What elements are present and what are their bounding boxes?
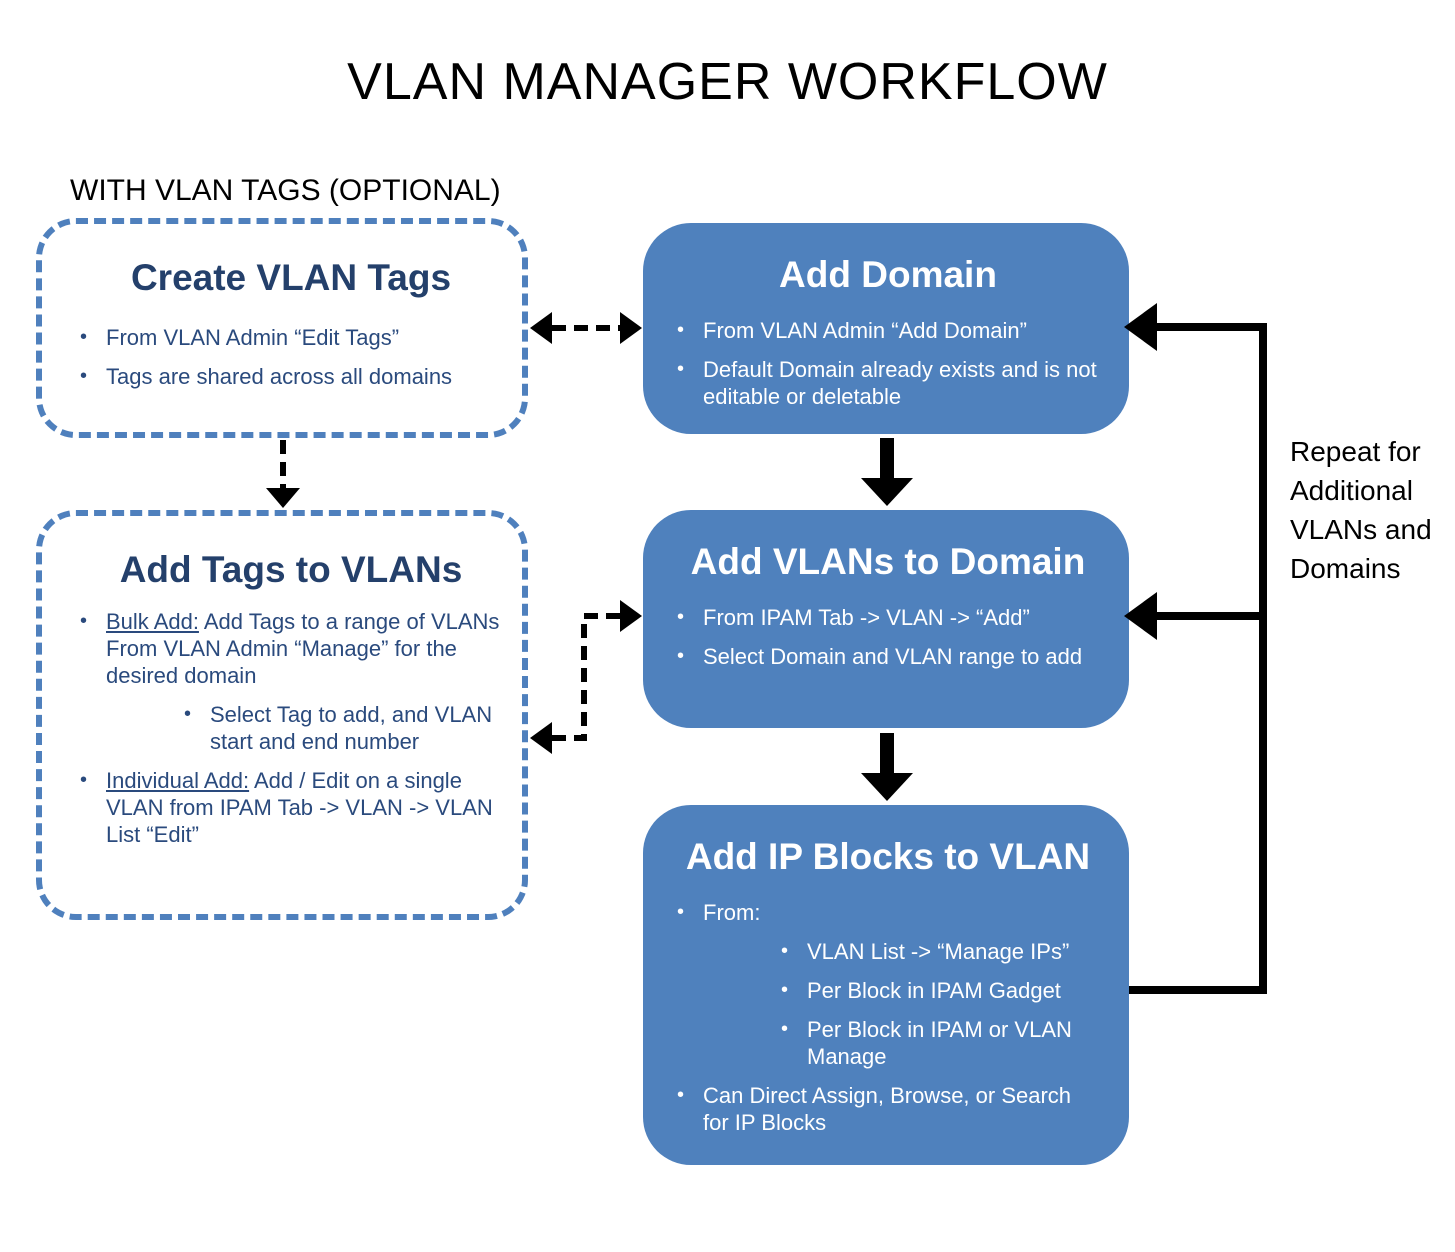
list-item-sub: Per Block in IPAM or VLAN Manage xyxy=(781,1016,1099,1070)
arrowhead-left-icon xyxy=(530,312,552,344)
add-tags-list: Bulk Add: Add Tags to a range of VLANs F… xyxy=(80,608,502,848)
list-item: Tags are shared across all domains xyxy=(80,363,502,390)
arrowhead-down-icon xyxy=(861,773,913,801)
add-ip-blocks-title: Add IP Blocks to VLAN xyxy=(685,836,1091,877)
list-item: Select Domain and VLAN range to add xyxy=(677,643,1099,670)
create-vlan-tags-box: Create VLAN Tags From VLAN Admin “Edit T… xyxy=(36,218,528,438)
add-tags-to-vlans-box: Add Tags to VLANs Bulk Add: Add Tags to … xyxy=(36,510,528,920)
arrowhead-down-icon xyxy=(266,488,300,508)
add-vlans-list: From IPAM Tab -> VLAN -> “Add” Select Do… xyxy=(677,604,1099,670)
list-item: From VLAN Admin “Add Domain” xyxy=(677,317,1099,344)
add-domain-box: Add Domain From VLAN Admin “Add Domain” … xyxy=(643,223,1129,434)
add-domain-title: Add Domain xyxy=(779,254,997,295)
arrowhead-left-icon xyxy=(530,722,552,754)
list-item: Default Domain already exists and is not… xyxy=(677,356,1099,410)
page-title: VLAN MANAGER WORKFLOW xyxy=(347,53,1108,111)
arrowhead-right-icon xyxy=(620,312,642,344)
bulk-add-label: Bulk Add: xyxy=(106,609,199,634)
arrowhead-right-icon xyxy=(620,600,642,632)
add-domain-list: From VLAN Admin “Add Domain” Default Dom… xyxy=(677,317,1099,410)
list-item: From VLAN Admin “Edit Tags” xyxy=(80,324,502,351)
list-item-sub: Per Block in IPAM Gadget xyxy=(781,977,1099,1004)
vlans-blocks-shaft xyxy=(880,733,894,773)
individual-add-text: Add / Edit on a single VLAN from IPAM Ta… xyxy=(106,768,493,847)
vlans-tags-dashed-connector xyxy=(552,613,620,741)
individual-add-label: Individual Add: xyxy=(106,768,250,793)
arrowhead-left-icon xyxy=(1124,303,1157,351)
repeat-loop-connector xyxy=(1129,323,1267,994)
list-item-bulk-sub: Select Tag to add, and VLAN start and en… xyxy=(184,701,502,755)
add-tags-to-vlans-title: Add Tags to VLANs xyxy=(119,549,463,590)
list-item-bulk-add: Bulk Add: Add Tags to a range of VLANs F… xyxy=(80,608,502,689)
arrowhead-left-icon xyxy=(1124,592,1157,640)
arrowhead-down-icon xyxy=(861,478,913,506)
create-vlan-tags-title: Create VLAN Tags xyxy=(130,257,452,298)
add-ip-blocks-box: Add IP Blocks to VLAN From: VLAN List ->… xyxy=(643,805,1129,1165)
list-item-individual-add: Individual Add: Add / Edit on a single V… xyxy=(80,767,502,848)
add-ip-blocks-list: From: VLAN List -> “Manage IPs” Per Bloc… xyxy=(677,899,1099,1136)
list-item-sub: VLAN List -> “Manage IPs” xyxy=(781,938,1099,965)
repeat-note: Repeat for Additional VLANs and Domains xyxy=(1290,436,1432,584)
optional-section-label: WITH VLAN TAGS (OPTIONAL) xyxy=(70,174,501,207)
list-item-last: Can Direct Assign, Browse, or Search for… xyxy=(677,1082,1099,1136)
list-item-from: From: xyxy=(677,899,1099,926)
bulk-add-text: Add Tags to a range of VLANs From VLAN A… xyxy=(106,609,500,688)
list-item: From IPAM Tab -> VLAN -> “Add” xyxy=(677,604,1099,631)
add-vlans-to-domain-title: Add VLANs to Domain xyxy=(690,541,1086,582)
domain-vlans-shaft xyxy=(880,438,894,478)
create-vlan-tags-list: From VLAN Admin “Edit Tags” Tags are sha… xyxy=(80,324,502,390)
add-vlans-to-domain-box: Add VLANs to Domain From IPAM Tab -> VLA… xyxy=(643,510,1129,728)
